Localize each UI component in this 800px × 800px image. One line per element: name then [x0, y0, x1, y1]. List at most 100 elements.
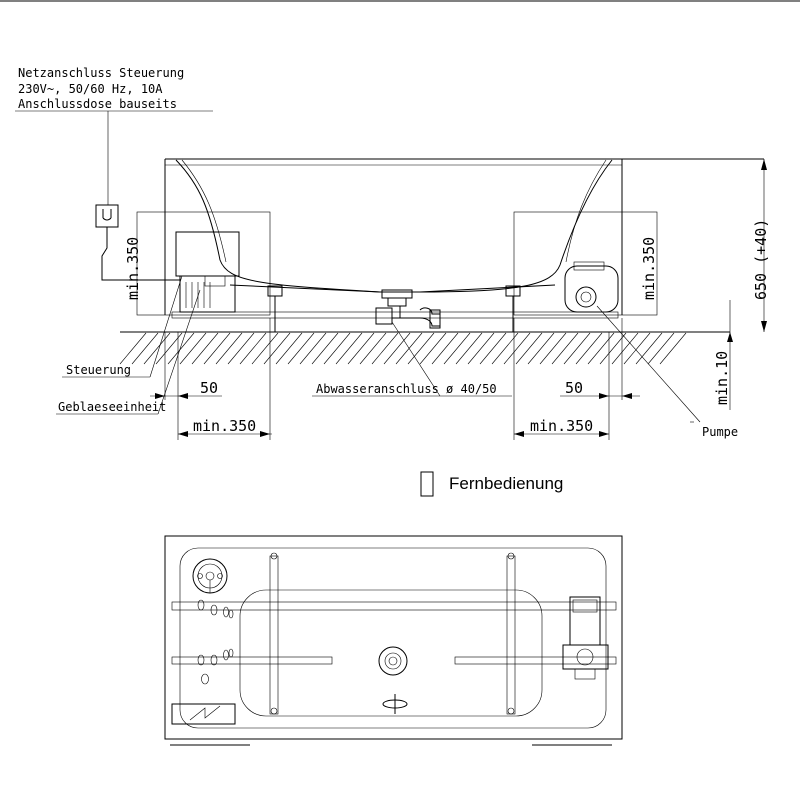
hatch-line [167, 332, 195, 365]
steuerung-leader [149, 275, 183, 378]
hatch-line [611, 332, 639, 365]
floor-hatch [119, 332, 687, 365]
legend: Fernbedienung [420, 471, 563, 497]
fernbedienung-icon [420, 471, 434, 497]
geblaese-label: Geblaeseeinheit [58, 400, 166, 414]
wall-socket-icon [95, 204, 180, 281]
min10-text: min.10 [713, 351, 731, 405]
right-min350-dimension: min.350 [513, 318, 609, 440]
right-50-text: 50 [565, 379, 583, 397]
control-box-top [171, 703, 236, 725]
hatch-line [227, 332, 255, 365]
top-rail-lower-right [454, 656, 617, 665]
hatch-line [299, 332, 327, 365]
hatch-line [191, 332, 219, 365]
tub-basin [239, 589, 543, 717]
height-dimension-text: 650 (+40) [752, 219, 770, 300]
hatch-line [335, 332, 363, 365]
pumpe-label: Pumpe [702, 425, 738, 439]
abwasser-leader [391, 321, 441, 397]
hatch-line [371, 332, 399, 365]
support-left [269, 552, 279, 715]
hatch-line [659, 332, 687, 365]
right-50-dimension: 50 [560, 318, 640, 440]
right-vertical-dimension: min.350 [640, 237, 658, 300]
hatch-line [527, 332, 555, 365]
hatch-line [263, 332, 291, 365]
hatch-line [155, 332, 183, 365]
power-note: Netzanschluss Steuerung 230V~, 50/60 Hz,… [15, 66, 213, 205]
hatch-line [467, 332, 495, 365]
main-drain-icon [378, 646, 408, 676]
height-dimension: 650 (+40) [729, 159, 770, 332]
pump [564, 261, 619, 313]
hatch-line [119, 332, 147, 365]
jet-nozzles [197, 599, 234, 685]
drain-fitting-icon [382, 694, 408, 714]
hatch-line [443, 332, 471, 365]
left-vertical-min350-text: min.350 [124, 237, 142, 300]
hatch-line [203, 332, 231, 365]
hatch-line [515, 332, 543, 365]
hatch-line [479, 332, 507, 365]
bathtub-side-outline [164, 158, 764, 315]
tub-inner-rim [179, 547, 607, 729]
hatch-line [539, 332, 567, 365]
power-note-line2: 230V~, 50/60 Hz, 10A [18, 82, 163, 96]
hatch-line [251, 332, 279, 365]
hatch-line [647, 332, 675, 365]
support-right [506, 552, 516, 715]
right-vertical-min350-text: min.350 [640, 237, 658, 300]
top-rail-upper [171, 601, 617, 611]
drain-trap [375, 306, 441, 329]
hatch-line [455, 332, 483, 365]
side-view: Netzanschluss Steuerung 230V~, 50/60 Hz,… [15, 66, 770, 440]
min10-dimension: min.10 [713, 332, 733, 410]
hatch-line [239, 332, 267, 365]
hatch-line [491, 332, 519, 365]
hatch-line [359, 332, 387, 365]
hatch-line [323, 332, 351, 365]
right-service-area [513, 211, 658, 316]
power-note-line1: Netzanschluss Steuerung [18, 66, 184, 80]
hatch-line [347, 332, 375, 365]
right-min350-text: min.350 [530, 417, 593, 435]
hatch-line [587, 332, 615, 365]
hatch-line [635, 332, 663, 365]
support-feet [267, 285, 521, 332]
hatch-line [563, 332, 591, 365]
hatch-line [503, 332, 531, 365]
left-service-area [136, 211, 271, 316]
hatch-line [551, 332, 579, 365]
pump-top-icon [562, 596, 609, 680]
top-view [164, 535, 623, 746]
left-50-text: 50 [200, 379, 218, 397]
hatch-line [131, 332, 159, 365]
hatch-line [383, 332, 411, 365]
left-vertical-dimension: min.350 [124, 237, 142, 300]
left-min350-dimension: min.350 [178, 318, 272, 440]
hatch-line [275, 332, 303, 365]
top-view-frame [164, 535, 623, 740]
hatch-line [287, 332, 315, 365]
hatch-line [143, 332, 171, 365]
hatch-line [179, 332, 207, 365]
geblaese-leader [157, 289, 201, 415]
hatch-line [407, 332, 435, 365]
hatch-line [599, 332, 627, 365]
hatch-line [431, 332, 459, 365]
overflow-drain-icon [192, 558, 228, 594]
top-rail-lower-left [171, 656, 333, 665]
hatch-line [215, 332, 243, 365]
hatch-line [311, 332, 339, 365]
hatch-line [419, 332, 447, 365]
pumpe-leader [596, 305, 701, 423]
left-min350-text: min.350 [193, 417, 256, 435]
steuerung-label: Steuerung [66, 363, 131, 377]
left-50-dimension: 50 [150, 332, 222, 440]
abwasser-label: Abwasseranschluss ø 40/50 [316, 382, 497, 396]
hatch-line [575, 332, 603, 365]
hatch-line [623, 332, 651, 365]
fernbedienung-label: Fernbedienung [449, 474, 563, 493]
